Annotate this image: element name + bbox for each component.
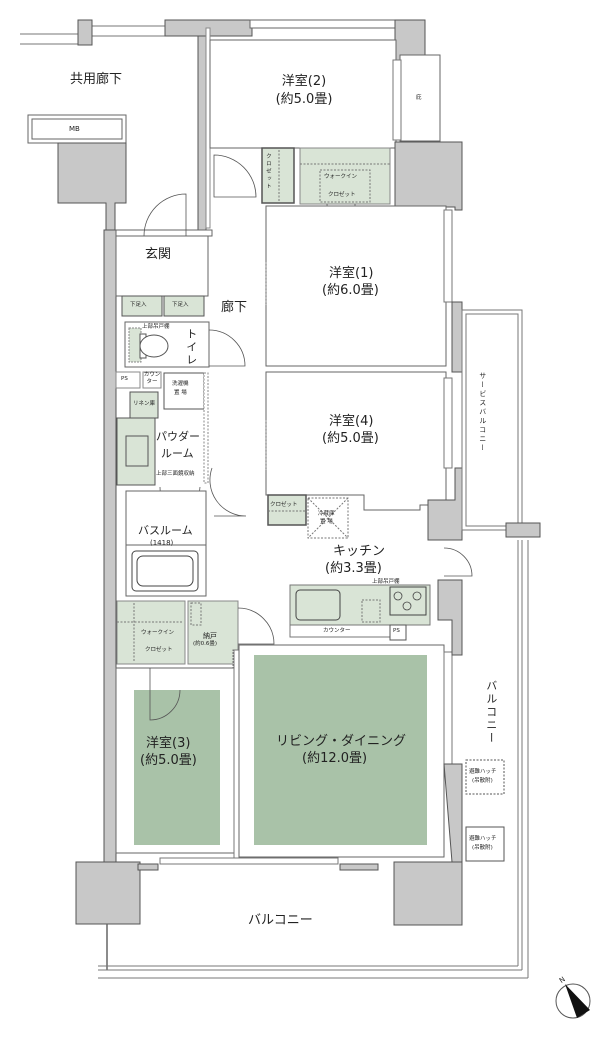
powder-line2: ルーム: [161, 447, 194, 460]
ps-label: PS: [121, 376, 128, 382]
closet-w4-label: クロゼット: [270, 502, 298, 508]
common-corridor-label: 共用廊下: [70, 72, 123, 87]
hatch2-line1: 避難ハッチ: [469, 836, 497, 842]
room-name: リビング・ダイニング: [276, 734, 407, 749]
room-name: 洋室(1): [329, 266, 374, 281]
hatch1-line2: (吊散附): [472, 778, 493, 784]
bathroom-size: (1418): [150, 539, 174, 547]
mb-label: MB: [69, 125, 80, 133]
bathroom-name: バスルーム: [138, 524, 193, 537]
balcony-side-label: バルコニー: [484, 680, 498, 745]
washer-line2: 置 場: [174, 390, 187, 396]
garden-label: 庇: [416, 95, 422, 101]
room-size: (約6.0畳): [322, 283, 379, 298]
room-name: 洋室(4): [329, 414, 374, 429]
kitchen-name: キッチン: [333, 544, 386, 559]
linen-label: リネン庫: [133, 401, 156, 407]
room-name: 洋室(3): [146, 736, 191, 751]
fridge-line1: 冷蔵庫: [318, 511, 335, 517]
room-name: 洋室(2): [281, 74, 327, 89]
hatch1-line1: 避難ハッチ: [469, 769, 497, 775]
hatch2-line2: (吊散附): [472, 845, 493, 851]
washer-line1: 洗濯機: [172, 381, 189, 387]
hallway-label: 廊下: [221, 300, 248, 315]
room-size: (約5.0畳): [275, 92, 333, 107]
kitchen-counter: カウンター: [323, 628, 351, 634]
toilet-label: トイレ: [184, 328, 198, 367]
wic-w3-line2: クロゼット: [145, 647, 173, 653]
room-size: (約12.0畳): [302, 751, 368, 766]
shoe-cabinet-2[interactable]: 下足入: [172, 302, 189, 308]
counter-small-label: カウンター: [143, 372, 161, 385]
closet-w2-label: クロゼット: [264, 153, 271, 191]
powder-note: 上部三面鏡収納: [156, 471, 195, 477]
room-size: (約5.0畳): [140, 753, 197, 768]
pillar: [77, 19, 93, 46]
kitchen-cabinet-note: 上部吊戸棚: [372, 579, 400, 585]
wic-line1: ウォークイン: [324, 174, 358, 180]
room-size: (約5.0畳): [322, 431, 379, 446]
storage-name: 納戸: [203, 632, 217, 640]
wic-w3-line1: ウォークイン: [141, 630, 175, 636]
storage-size: (約0.6畳): [193, 641, 218, 647]
compass-icon: [555, 983, 591, 1019]
powder-line1: パウダー: [156, 430, 200, 443]
wic-line2: クロゼット: [328, 192, 356, 198]
service-balcony-label: サービスバルコニー: [478, 372, 487, 453]
entrance-label: 玄関: [145, 247, 172, 262]
fridge-line2: 置 場: [320, 519, 333, 525]
toilet-note: 上部吊戸棚: [142, 324, 170, 330]
kitchen-ps: PS: [393, 628, 400, 634]
balcony-bottom-label: バルコニー: [248, 913, 313, 928]
corridor-railing: [20, 25, 165, 45]
shoe-cabinet-1[interactable]: 下足入: [130, 302, 147, 308]
kitchen-size: (約3.3畳): [325, 561, 382, 576]
